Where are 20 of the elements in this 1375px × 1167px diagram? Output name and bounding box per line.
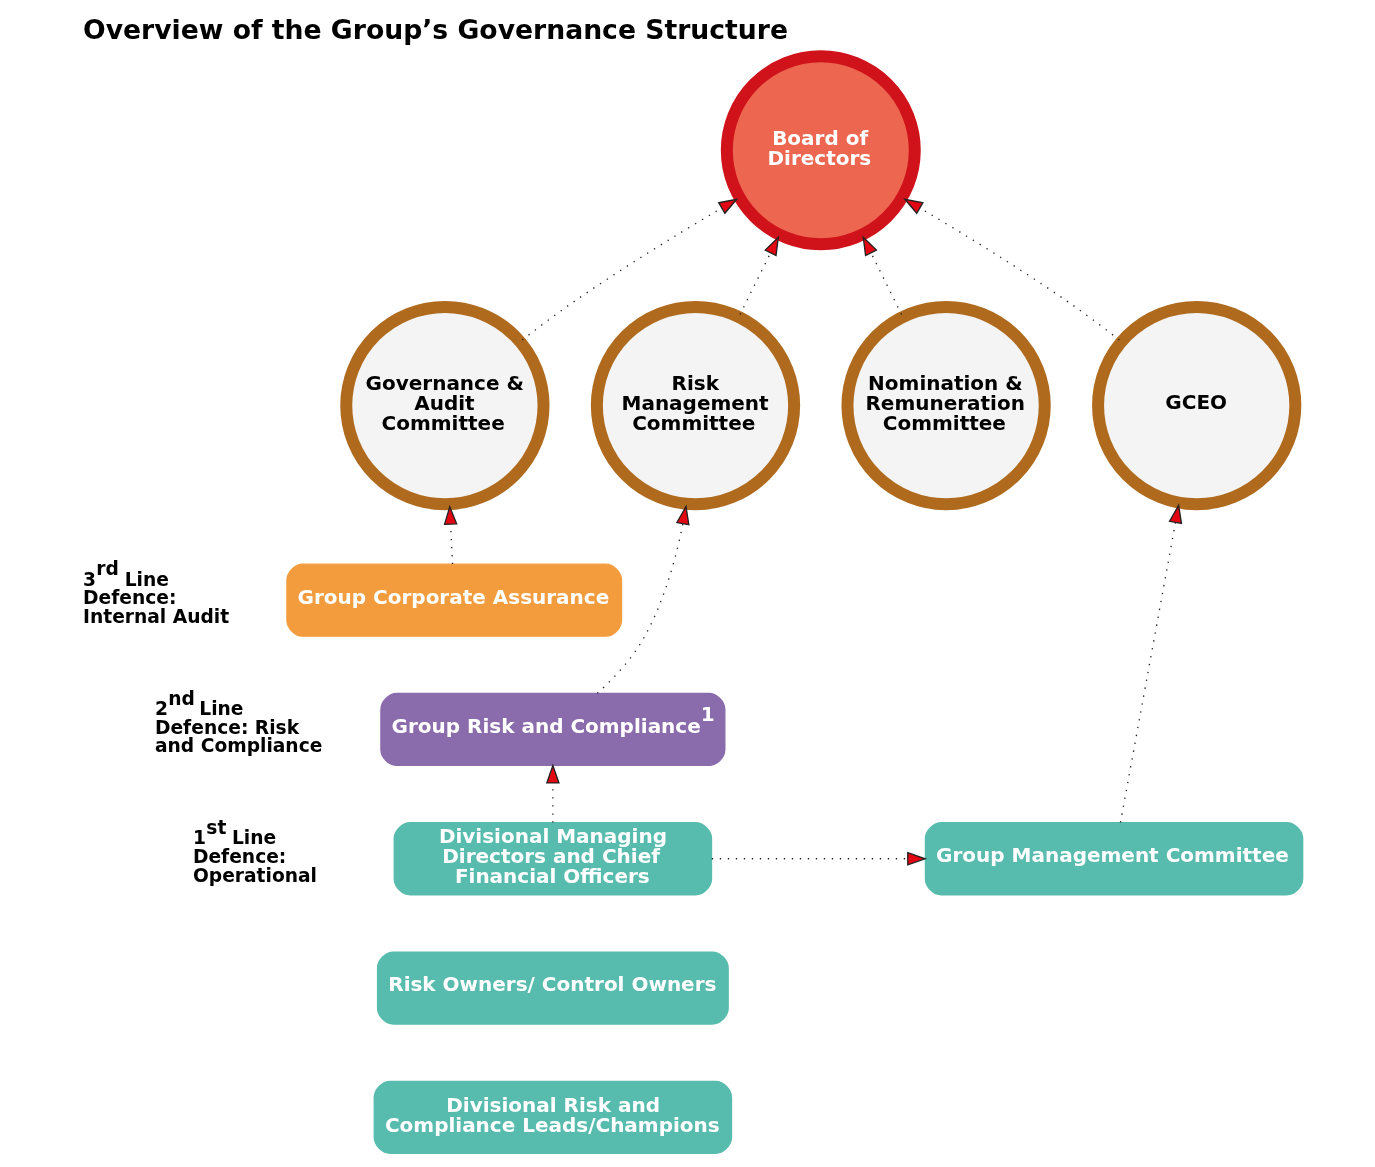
node-circle: Board of Directors xyxy=(720,50,921,251)
arrow xyxy=(443,504,458,565)
arrow xyxy=(711,851,928,866)
node-box: Risk Owners/ Control Owners xyxy=(376,951,729,1025)
arrow xyxy=(596,504,690,694)
arrow xyxy=(1119,503,1183,824)
arrow xyxy=(903,198,1120,341)
arrow xyxy=(739,235,780,316)
node-circle: Nomination & Remuneration Committee xyxy=(841,300,1051,511)
node-circle: GCEO xyxy=(1092,300,1302,511)
arrow xyxy=(862,235,903,316)
node-box: Group Corporate Assurance xyxy=(286,563,623,637)
node-box: Group Management Committee xyxy=(924,822,1304,896)
node-circle: Risk Management Committee xyxy=(590,300,801,511)
arrow xyxy=(521,198,739,341)
node-circle: Governance & Audit Committee xyxy=(340,300,550,511)
arrow xyxy=(545,763,560,824)
node-box: Divisional Risk and Compliance Leads/Champions xyxy=(373,1080,733,1154)
node-box: Divisional Managing Directors and Chief Financial Officers xyxy=(393,822,713,896)
diagram-title: Overview of the Group’s Governance Structure xyxy=(83,13,788,45)
